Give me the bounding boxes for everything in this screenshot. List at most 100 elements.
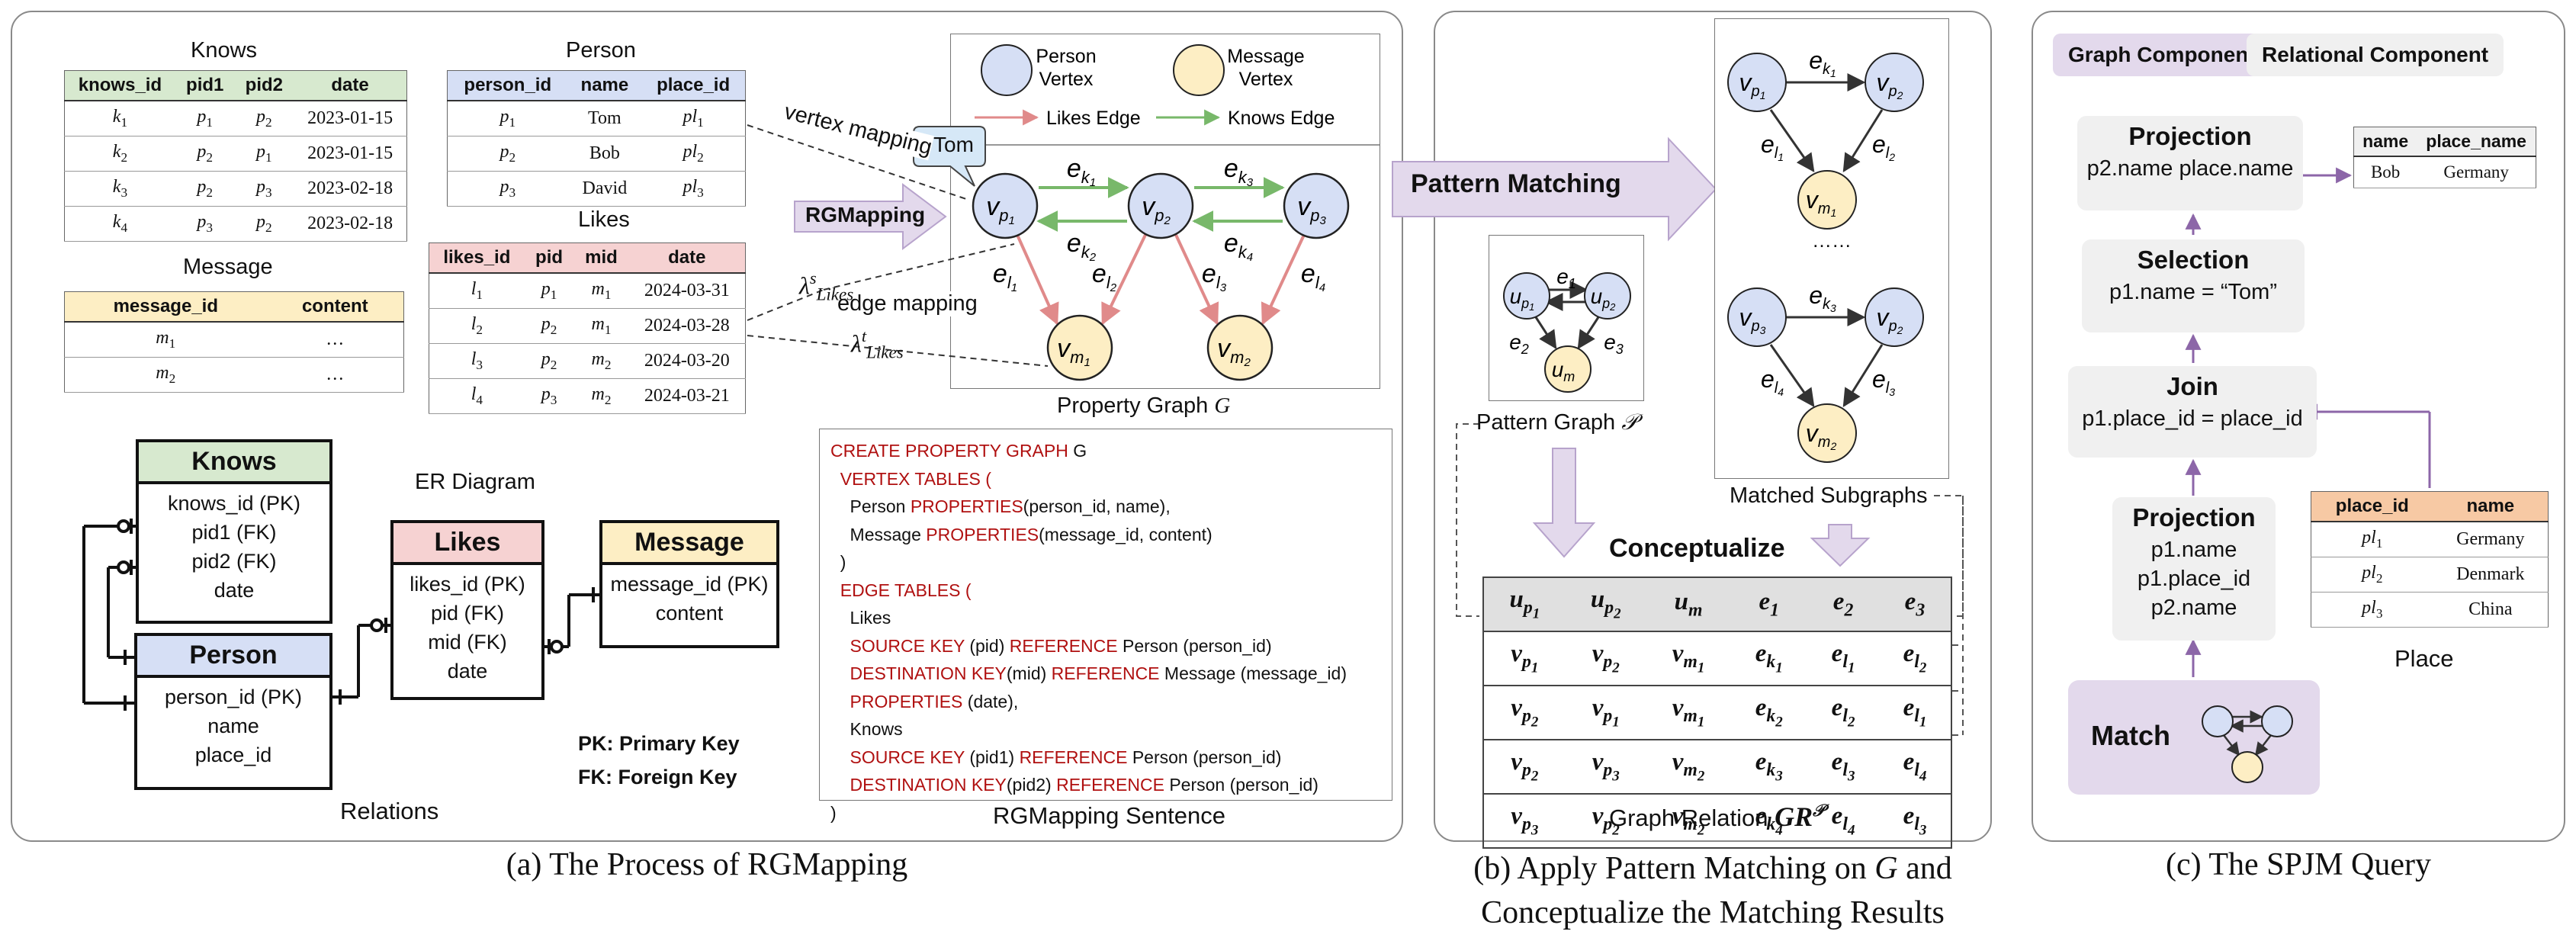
table-cell: pl1 [641, 101, 746, 137]
matched-vertex-vp1 [1727, 53, 1787, 112]
vertex-vm2 [1206, 314, 1274, 381]
pattern-graph-label: Pattern Graph 𝒫 [1476, 410, 1637, 435]
table-cell: Tom [567, 101, 642, 137]
column-header: content [266, 291, 404, 323]
pattern-graph: up1 up2 um e1 e2 e3 [1503, 265, 1631, 393]
table-cell: p2 [234, 101, 294, 137]
table-cell: ek2 [1730, 685, 1808, 740]
table-cell: vp2 [1483, 739, 1566, 795]
table-cell: p3 [524, 378, 574, 415]
selection-title: Selection [2137, 246, 2250, 274]
sentence-line: Person PROPERTIES(person_id, name), [830, 496, 1171, 516]
table-cell: el3 [1807, 739, 1879, 795]
er-likes-attr: pid (FK) [430, 602, 505, 625]
sentence-line: VERTEX TABLES ( [830, 468, 991, 489]
table-cell: … [266, 357, 404, 393]
table-cell: m1 [573, 273, 629, 310]
match-pattern-icon [2202, 705, 2293, 783]
property-graph-caption: Property Graph G [1057, 393, 1230, 419]
er-message-attr: content [655, 602, 724, 625]
er-entity-person: Person person_id (PK) name place_id [134, 633, 332, 790]
table-cell: vp3 [1565, 739, 1646, 795]
match-label: Match [2091, 720, 2171, 751]
pattern-vertex-up2 [1584, 272, 1631, 320]
table-cell: p2 [175, 136, 235, 172]
lambda-source-sup: s [809, 268, 817, 287]
er-knows-attr: date [214, 579, 255, 602]
er-likes-attr: date [447, 660, 488, 682]
legend-person-vertex-icon [981, 44, 1033, 96]
er-person-header: Person [137, 636, 329, 678]
matched-subgraphs-label: Matched Subgraphs [1730, 483, 1928, 508]
table-cell: p1 [524, 273, 574, 310]
projection-top-body: p2.name place.name [2086, 156, 2294, 181]
vertex-vm1 [1046, 314, 1113, 381]
selection-body: p1.name = “Tom” [2109, 280, 2277, 304]
er-entity-message: Message message_id (PK) content [599, 520, 779, 648]
projection-top-title: Projection [2128, 122, 2252, 150]
table-cell: p2 [447, 136, 568, 172]
lambda-symbol: λ [799, 271, 810, 300]
panel-c-caption: (c) The SPJM Query [2165, 847, 2432, 882]
graph-component-legend: Graph Component [2053, 34, 2271, 76]
table-cell: el4 [1878, 739, 1951, 795]
pattern-arrows [1392, 136, 1964, 736]
table-cell: Denmark [2433, 557, 2549, 593]
er-entity-likes: Likes likes_id (PK) pid (FK) mid (FK) da… [390, 520, 544, 700]
sentence-line: EDGE TABLES ( [830, 580, 972, 600]
table-cell: l3 [429, 343, 525, 380]
likes-table-title: Likes [578, 207, 630, 232]
table-cell: el1 [1878, 685, 1951, 740]
relations-label: Relations [340, 798, 439, 824]
column-header: um [1646, 577, 1731, 632]
edge-mapping-label: edge mapping [837, 291, 978, 316]
table-cell: k4 [64, 206, 175, 242]
relational-component-legend: Relational Component [2247, 34, 2504, 76]
table-row: m1… [64, 322, 404, 358]
matched-vertex-vp2b [1865, 287, 1924, 347]
projection-bottom-line: p1.place_id [2137, 567, 2251, 591]
er-connectors [82, 519, 599, 711]
table-cell: p2 [234, 206, 294, 242]
table-cell: p1 [234, 136, 294, 172]
table-cell: ek1 [1730, 631, 1808, 686]
matched-vertex-vm2 [1797, 403, 1857, 463]
person-table-title: Person [566, 38, 636, 63]
er-likes-attr: likes_id (PK) [410, 573, 525, 596]
column-header: up1 [1483, 577, 1566, 632]
table-cell: m1 [573, 308, 629, 345]
sentence-line: PROPERTIES (date), [830, 691, 1019, 711]
table-cell: Germany [2417, 156, 2536, 188]
table-cell: 2024-03-31 [628, 273, 746, 310]
conceptualize-label: Conceptualize [1609, 534, 1785, 563]
table-cell: el2 [1807, 685, 1879, 740]
panel-b-caption-line2: Conceptualize the Matching Results [1481, 895, 1945, 930]
table-cell: p1 [447, 101, 568, 137]
table-cell: Bob [2353, 156, 2417, 188]
spjm-arrows [2185, 167, 2431, 677]
table-cell: pl2 [2311, 557, 2433, 593]
panel-b-caption-var: G [1874, 851, 1898, 886]
place-table-caption: Place [2395, 645, 2454, 672]
subgraph-ellipsis: …… [1812, 229, 1852, 252]
vertex-vp2 [1127, 172, 1194, 239]
table-cell: el2 [1878, 631, 1951, 686]
sentence-line: ) [830, 552, 846, 572]
lambda-sub: Likes [866, 342, 904, 362]
column-header: e2 [1807, 577, 1879, 632]
column-header: message_id [64, 291, 267, 323]
fk-note: FK: Foreign Key [578, 766, 737, 788]
spjm-projection-bottom: Projection p1.name p1.place_id p2.name [2112, 497, 2276, 641]
er-knows-attr: knows_id (PK) [167, 492, 301, 515]
column-header: pid [524, 242, 574, 274]
table-cell: p1 [175, 101, 235, 137]
